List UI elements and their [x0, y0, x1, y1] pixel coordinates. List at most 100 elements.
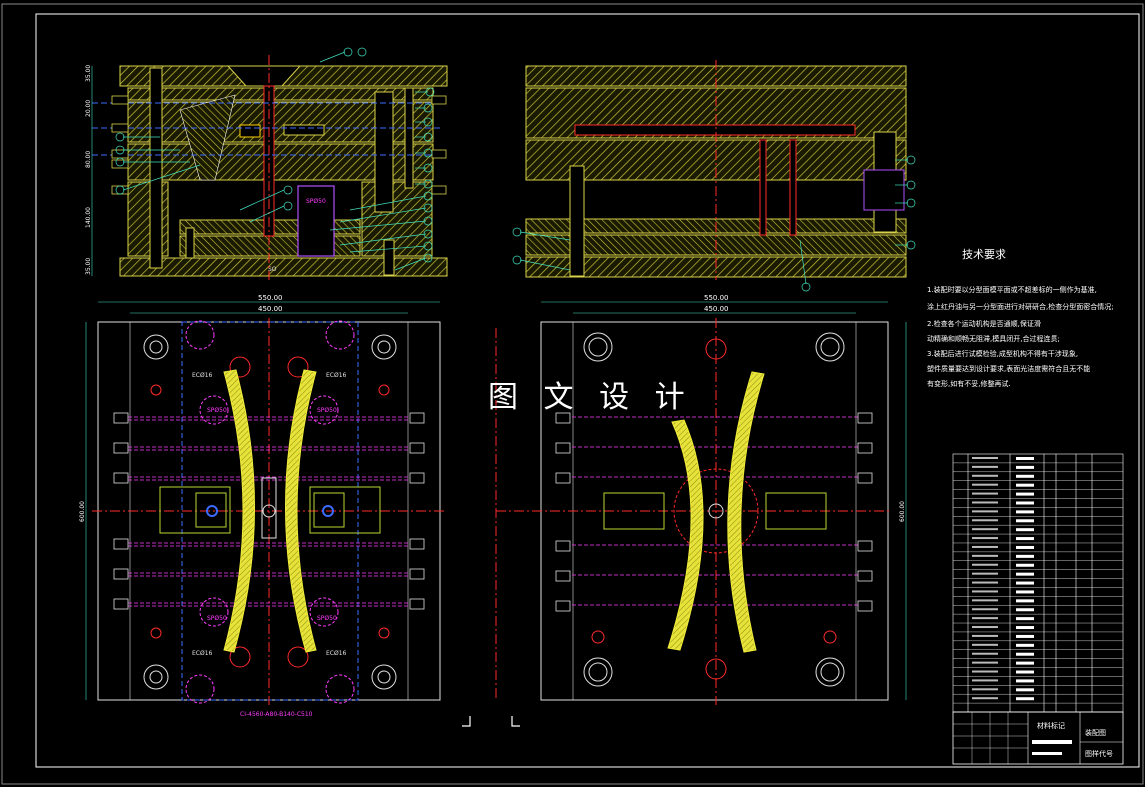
- parts-cell-mark: [972, 465, 998, 468]
- parts-cell-mark: [1016, 661, 1034, 665]
- parts-cell-mark: [972, 474, 998, 477]
- title-drawing-name: 装配图: [1085, 728, 1106, 737]
- parts-cell-mark: [1016, 688, 1034, 692]
- tech-line-5: 3.装配后进行试模检验,成型机构不得有干涉现象,: [927, 349, 1078, 358]
- plan-left-height: 600.00: [79, 501, 86, 522]
- small-label-2: ECØ16: [326, 372, 347, 379]
- parts-cell-mark: [972, 492, 998, 495]
- parts-cell-mark: [1016, 554, 1034, 558]
- parts-cell-mark: [972, 563, 998, 566]
- tech-title: 技术要求: [962, 248, 1006, 261]
- inner-frame: [35, 13, 1140, 768]
- parts-cell-mark: [972, 679, 998, 682]
- outer-frame: [1, 3, 1144, 785]
- parts-cell-mark: [972, 643, 998, 646]
- marker-2: SPØ50: [317, 407, 337, 414]
- view-marks: [462, 716, 520, 727]
- plan-right-width-outer: 550.00: [704, 294, 729, 302]
- parts-cell-mark: [1016, 599, 1034, 603]
- parts-cell-mark: [972, 590, 998, 593]
- left-section-view: SPØ50 SO 35.00 20.00 80.00 140.00 35.00: [85, 47, 448, 280]
- tech-line-6: 塑件质量要达到设计要求,表面光洁度需符合且无不能: [927, 364, 1090, 373]
- parts-cell-mark: [972, 537, 998, 540]
- parts-cell-mark: [1016, 528, 1034, 532]
- tech-line-4: 动精确和顺畅无阻滞,模具闭开,合过程连贯;: [927, 334, 1060, 343]
- plan-left-width-outer: 550.00: [258, 294, 283, 302]
- parts-cell-mark: [1016, 697, 1034, 701]
- parts-cell-mark: [1016, 643, 1034, 647]
- parts-cell-mark: [1016, 608, 1034, 612]
- small-label-4: ECØ16: [326, 650, 347, 657]
- parts-cell-mark: [1016, 652, 1034, 656]
- parts-cell-mark: [1016, 510, 1034, 514]
- parts-cell-mark: [1016, 465, 1034, 469]
- parts-cell-mark: [972, 617, 998, 620]
- parts-cell-mark: [972, 501, 998, 504]
- parts-cell-mark: [1016, 474, 1034, 478]
- dim-left-4: 140.00: [85, 207, 92, 228]
- parts-cell-mark: [1016, 572, 1034, 576]
- parts-cell-mark: [972, 519, 998, 522]
- parts-cell-mark: [972, 554, 998, 557]
- plan-right-width-inner: 450.00: [704, 305, 729, 313]
- parts-cell-mark: [972, 697, 998, 700]
- tech-line-7: 有变形,如有不妥,修整再试.: [927, 379, 1011, 388]
- left-plan-view: 550.00 450.00 600.00: [79, 294, 446, 718]
- small-label-1: ECØ16: [192, 372, 213, 379]
- parts-cell-mark: [1016, 519, 1034, 523]
- tech-line-1: 1.装配时要以分型面模平面或不超差标的一侧作为基准,: [927, 285, 1097, 294]
- parts-rows: [953, 457, 1123, 704]
- parts-cell-mark: [972, 634, 998, 637]
- plan-left-width-inner: 450.00: [258, 305, 283, 313]
- parts-cell-mark: [972, 483, 998, 486]
- parts-cell-mark: [1016, 581, 1034, 585]
- tech-line-3: 2.检查各个运动机构是否通顺,保证滑: [927, 319, 1041, 328]
- parts-cell-mark: [972, 545, 998, 548]
- parts-cell-mark: [972, 528, 998, 531]
- parts-cell-mark: [972, 510, 998, 513]
- parts-cell-mark: [972, 688, 998, 691]
- parts-cell-mark: [1016, 634, 1034, 638]
- parts-cell-mark: [1016, 545, 1034, 549]
- section-bottom-label: SO: [268, 266, 277, 273]
- parts-cell-mark: [972, 626, 998, 629]
- parts-cell-mark: [1016, 679, 1034, 683]
- marker-4: SPØ50: [317, 615, 337, 622]
- parts-cell-mark: [972, 670, 998, 673]
- parts-list: [952, 453, 1124, 713]
- dim-left-5: 35.00: [85, 258, 92, 275]
- title-drawing-code: 图样代号: [1085, 749, 1113, 758]
- parts-cell-mark: [1016, 457, 1034, 460]
- parts-cell-mark: [1016, 563, 1034, 567]
- parts-cell-mark: [972, 572, 998, 575]
- parts-cell-mark: [1016, 626, 1034, 630]
- right-section-view: [512, 60, 916, 292]
- parts-cell-mark: [1016, 492, 1034, 496]
- parts-cell-mark: [972, 661, 998, 664]
- parts-cell-mark: [1016, 501, 1034, 505]
- dim-left-1: 35.00: [85, 65, 92, 82]
- parts-cell-mark: [1016, 483, 1034, 487]
- right-plan-view: 550.00 450.00 600.00: [495, 294, 907, 705]
- plan-right-height: 600.00: [899, 501, 906, 522]
- section-center-label: SPØ50: [306, 198, 326, 205]
- parts-cell-mark: [972, 608, 998, 611]
- parts-cell-mark: [1016, 590, 1034, 594]
- title-block: 材料标记 装配图 图样代号: [952, 711, 1124, 765]
- small-label-3: ECØ16: [192, 650, 213, 657]
- marker-1: SPØ50: [207, 407, 227, 414]
- parts-cell-mark: [972, 652, 998, 655]
- marker-3: SPØ50: [207, 615, 227, 622]
- plan-left-code: CI-4560-A80-B140-C510: [240, 711, 313, 718]
- parts-cell-mark: [972, 599, 998, 602]
- tech-line-2: 涂上红丹油与另一分型面进行对研研合,检查分型面密合情况;: [927, 302, 1114, 311]
- dim-left-3: 80.00: [85, 151, 92, 168]
- watermark: 图 文 设 计: [488, 380, 693, 415]
- title-material: 材料标记: [1037, 721, 1065, 730]
- dim-left-2: 20.00: [85, 100, 92, 117]
- parts-cell-mark: [1016, 537, 1034, 541]
- parts-cell-mark: [972, 457, 998, 459]
- parts-cell-mark: [972, 581, 998, 584]
- parts-cell-mark: [1016, 670, 1034, 674]
